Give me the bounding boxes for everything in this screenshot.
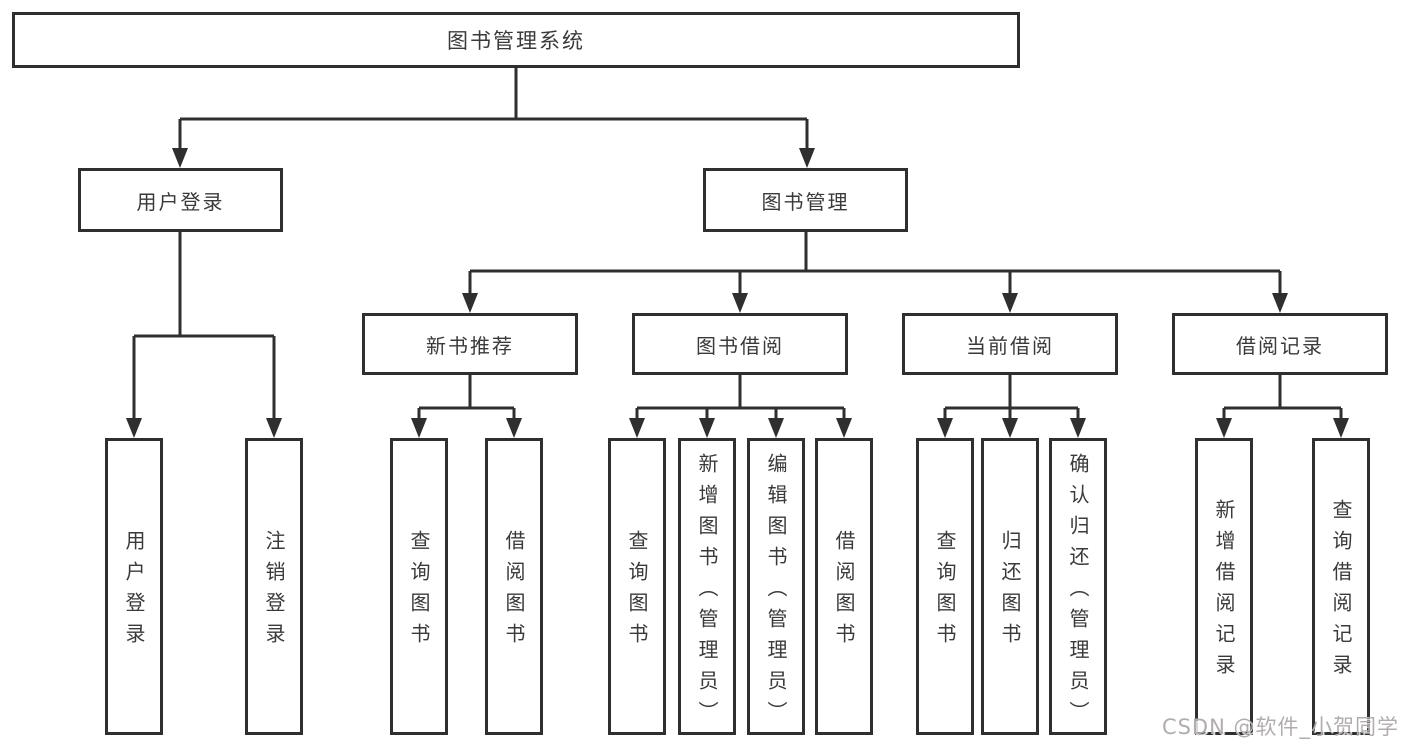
node-book-borrowing: 图书借阅 [632,313,848,375]
node-label: 图书管理 [761,189,850,214]
node-label: 归还图书 [998,530,1022,654]
leaf-confirm-return-admin: 确认归还（管理员） [1049,438,1107,735]
node-label: 注销登录 [262,530,286,654]
node-label: 用户登录 [136,189,225,214]
leaf-user-login: 用户登录 [105,438,163,735]
node-label: 图书借阅 [696,333,784,358]
node-label: 借阅图书 [832,530,856,654]
node-library-management-system: 图书管理系统 [12,12,1020,68]
csdn-watermark: CSDN @软件_小贺同学 [1161,715,1399,739]
node-label: 确认归还（管理员） [1066,452,1090,732]
leaf-add-books-admin: 新增图书（管理员） [678,438,736,735]
node-new-book-recommendation: 新书推荐 [362,313,578,375]
arrowheads [126,148,1349,438]
node-label: 查询图书 [933,530,957,654]
node-label: 借阅图书 [502,530,526,654]
node-borrowing-records: 借阅记录 [1172,313,1388,375]
leaf-query-borrow-record: 查询借阅记录 [1312,438,1370,735]
leaf-query-books-borrow: 查询图书 [608,438,666,735]
node-label: 图书管理系统 [447,29,585,53]
leaf-query-books-current: 查询图书 [916,438,974,735]
leaf-return-books: 归还图书 [981,438,1039,735]
leaf-query-books-recommend: 查询图书 [390,438,448,735]
leaf-borrow-books: 借阅图书 [815,438,873,735]
connector-borrow-records-children [1222,375,1343,420]
node-label: 查询借阅记录 [1329,499,1353,685]
connector-root-to-level2 [178,68,809,150]
connector-book-management-children [468,232,1282,295]
leaf-add-borrow-record: 新增借阅记录 [1195,438,1253,735]
connector-user-login-children [132,232,276,420]
node-label: 查询图书 [625,530,649,654]
node-label: 借阅记录 [1236,333,1324,358]
node-current-borrowing: 当前借阅 [902,313,1118,375]
node-label: 新增图书（管理员） [695,452,719,732]
node-label: 编辑图书（管理员） [764,452,788,732]
connector-current-borrow-children [943,375,1080,420]
node-label: 新增借阅记录 [1212,499,1236,685]
leaf-logout: 注销登录 [245,438,303,735]
node-label: 当前借阅 [966,333,1054,358]
node-user-login: 用户登录 [78,168,283,232]
node-label: 新书推荐 [426,333,514,358]
leaf-borrow-books-recommend: 借阅图书 [485,438,543,735]
connector-book-borrow-children [635,375,846,420]
node-book-management: 图书管理 [703,168,908,232]
node-label: 用户登录 [122,530,146,654]
leaf-edit-books-admin: 编辑图书（管理员） [747,438,805,735]
connector-new-book-children [417,375,516,420]
node-label: 查询图书 [407,530,431,654]
